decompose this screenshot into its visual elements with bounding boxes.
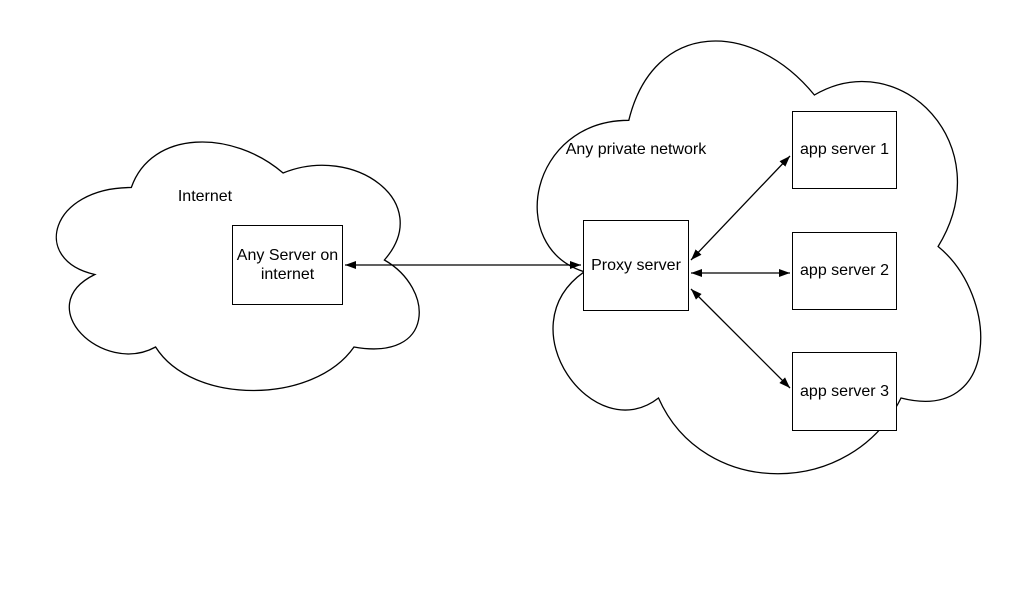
node-any-server-on-internet: Any Server on internet [232,225,343,305]
node-app-server-3-label: app server 3 [800,382,889,400]
node-app-server-3: app server 3 [792,352,897,431]
node-app-server-1-label: app server 1 [800,141,889,159]
node-any-server-on-internet-label: Any Server on internet [236,246,339,283]
node-app-server-2: app server 2 [792,232,897,310]
cloud-label-private-network: Any private network [565,141,707,158]
edge-proxy-to-app-server-1 [690,155,791,261]
node-app-server-2-label: app server 2 [800,262,889,280]
edge-proxy-to-app-server-3 [690,288,791,389]
internet-cloud-shape [55,141,420,391]
cloud-label-internet: Internet [177,188,233,205]
node-proxy-server-label: Proxy server [591,256,681,274]
node-proxy-server: Proxy server [583,220,689,311]
node-app-server-1: app server 1 [792,111,897,189]
